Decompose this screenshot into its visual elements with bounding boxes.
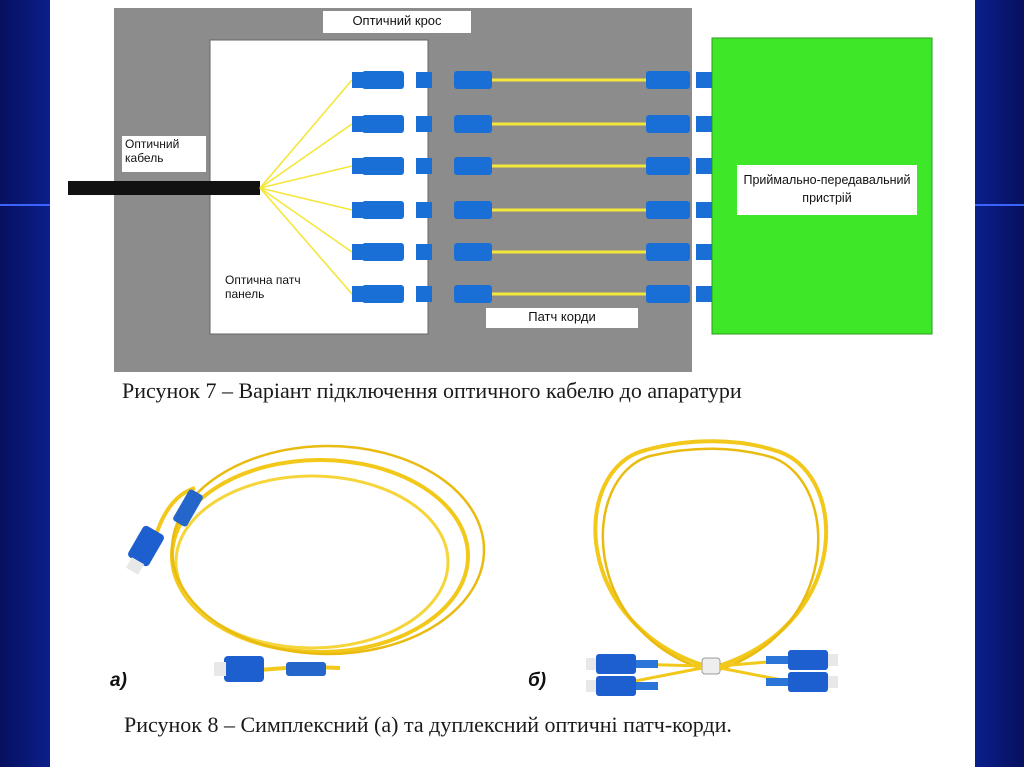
panel-connector-2	[362, 115, 404, 133]
panel-adapter-3	[416, 158, 432, 174]
figure8-label-a: а)	[110, 670, 127, 691]
decor-line-left	[0, 204, 50, 206]
panel-connector-6	[362, 285, 404, 303]
decor-line-right	[975, 204, 1024, 206]
cord-connector-right-2	[646, 115, 690, 133]
device-port-5	[696, 244, 712, 260]
cord-connector-left-2	[454, 115, 492, 133]
device-port-6	[696, 286, 712, 302]
cord-connector-right-1	[646, 71, 690, 89]
panel-fiber-3	[259, 165, 353, 189]
cord-connector-left-5	[454, 243, 492, 261]
panel-fiber-6	[259, 187, 353, 295]
simplex-patch-cord	[125, 444, 486, 682]
figure8-photos: а)	[110, 439, 838, 696]
panel-fiber-1	[259, 79, 353, 189]
cord-connector-left-3	[454, 157, 492, 175]
device-port-4	[696, 202, 712, 218]
panel-adapter-5	[416, 244, 432, 260]
cord-connector-right-5	[646, 243, 690, 261]
panel-connector-5	[362, 243, 404, 261]
panel-fiber-4	[259, 187, 353, 211]
simplex-connector-bottom	[214, 656, 326, 682]
figure7-caption: Рисунок 7 – Варіант підключення оптичног…	[122, 378, 742, 403]
device-port-1	[696, 72, 712, 88]
panel-connector-4	[362, 201, 404, 219]
panel-fiber-5	[259, 187, 353, 253]
label-patch-panel: Оптична патч панель	[225, 273, 301, 301]
cord-connector-left-4	[454, 201, 492, 219]
duplex-connector-right	[719, 650, 838, 692]
connector-rows-group	[352, 71, 712, 303]
cord-connector-left-6	[454, 285, 492, 303]
panel-connector-3	[362, 157, 404, 175]
device-port-3	[696, 158, 712, 174]
slide-content: Оптичний крос Оптичний кабель Оптична па…	[50, 0, 975, 767]
panel-adapter-4	[416, 202, 432, 218]
optical-cable	[68, 181, 260, 195]
label-transceiver: Приймально-передавальний пристрій	[737, 165, 917, 215]
label-optical-cross: Оптичний крос	[323, 11, 471, 33]
panel-adapter-6	[416, 286, 432, 302]
panel-adapter-1	[416, 72, 432, 88]
label-patch-cords: Патч корди	[486, 308, 638, 328]
cord-connector-right-4	[646, 201, 690, 219]
figure8-label-b: б)	[528, 670, 546, 691]
figure7-diagram	[68, 8, 933, 372]
panel-connector-1	[362, 71, 404, 89]
panel-adapter-2	[416, 116, 432, 132]
simplex-connector-top	[125, 489, 203, 575]
fiber-fan-group	[259, 79, 353, 295]
label-optical-cable: Оптичний кабель	[122, 136, 206, 172]
duplex-connector-left	[586, 654, 703, 696]
slide-border-left	[0, 0, 50, 767]
duplex-patch-cord	[586, 439, 838, 696]
panel-fiber-2	[259, 123, 353, 189]
device-port-2	[696, 116, 712, 132]
cord-connector-left-1	[454, 71, 492, 89]
cord-connector-right-3	[646, 157, 690, 175]
cord-connector-right-6	[646, 285, 690, 303]
figure8-caption: Рисунок 8 – Симплексний (а) та дуплексни…	[124, 712, 732, 737]
slide-border-right	[975, 0, 1024, 767]
